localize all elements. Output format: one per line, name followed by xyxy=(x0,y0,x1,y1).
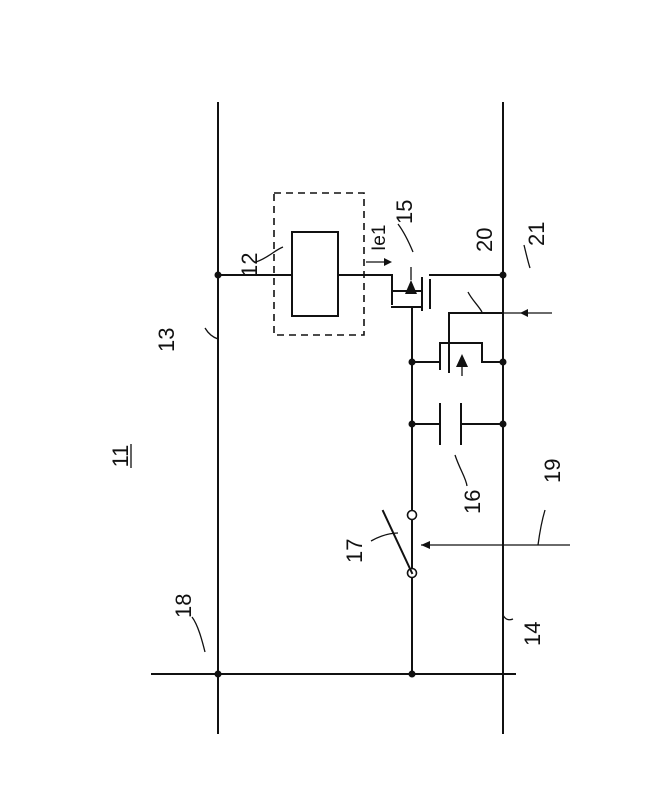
label-16: 16 xyxy=(460,490,485,514)
t20-arrow xyxy=(456,354,468,367)
current-arrowhead xyxy=(384,258,392,266)
node xyxy=(500,421,507,428)
leader-13 xyxy=(205,328,218,339)
leader-18 xyxy=(192,617,205,652)
element-12-block xyxy=(292,232,338,316)
leader-21 xyxy=(524,245,530,268)
label-21: 21 xyxy=(524,222,549,246)
leader-16 xyxy=(455,455,467,486)
label-20: 20 xyxy=(472,228,497,252)
node xyxy=(500,272,507,279)
label-12: 12 xyxy=(237,253,262,277)
leader-19 xyxy=(538,510,545,545)
control-19-arrow xyxy=(421,541,430,549)
node xyxy=(409,359,416,366)
label-15: 15 xyxy=(392,200,417,224)
node xyxy=(409,671,416,678)
control-21-arrow xyxy=(520,309,528,317)
label-ie1: Ie1 xyxy=(369,225,390,251)
figure-title: 11 xyxy=(108,445,133,468)
leader-14 xyxy=(503,615,513,620)
node xyxy=(215,272,222,279)
label-14: 14 xyxy=(520,622,545,646)
switch-contact-a xyxy=(408,511,417,520)
label-17: 17 xyxy=(342,539,367,563)
element-12-boundary xyxy=(274,193,364,335)
node xyxy=(500,359,507,366)
t15-arrow xyxy=(405,280,417,294)
label-19: 19 xyxy=(540,459,565,483)
label-18: 18 xyxy=(171,594,196,618)
leader-20 xyxy=(468,292,482,312)
leader-15 xyxy=(398,224,413,252)
node xyxy=(215,671,222,678)
label-13: 13 xyxy=(154,328,179,352)
switch-blade xyxy=(383,511,412,573)
